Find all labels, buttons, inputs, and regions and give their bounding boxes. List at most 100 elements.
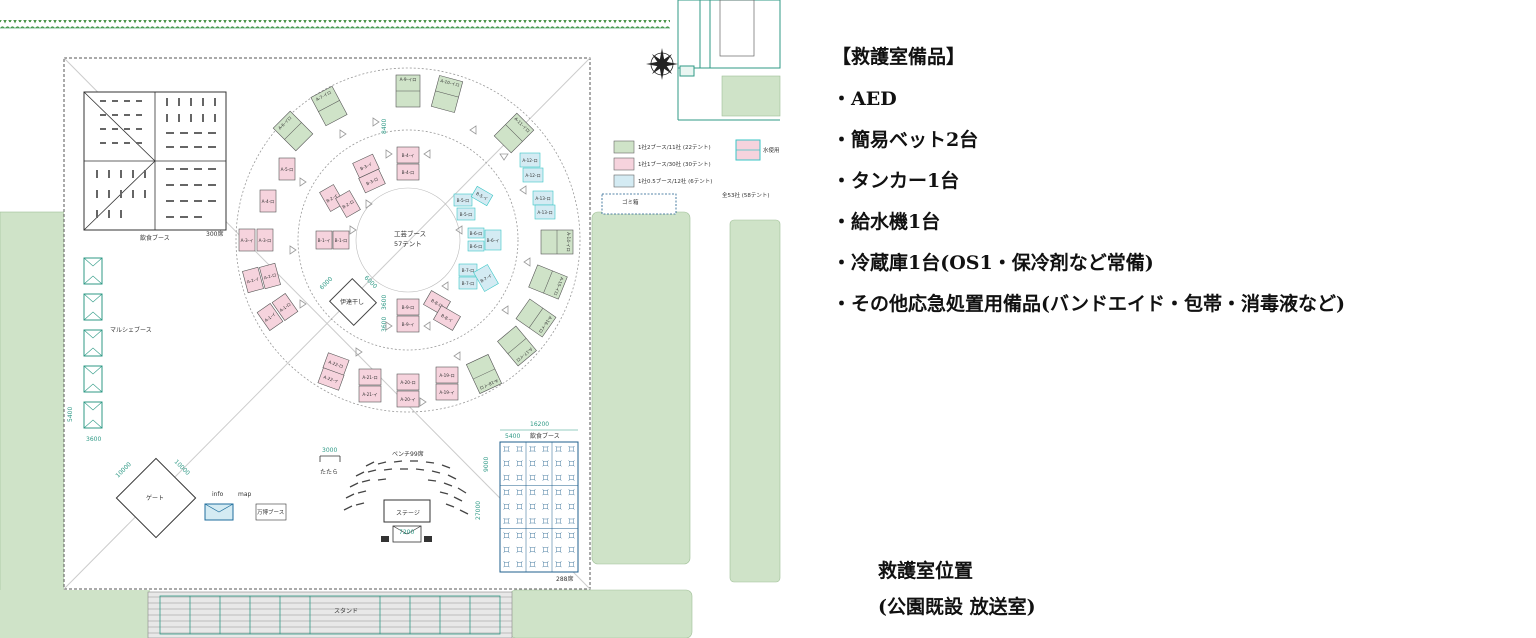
booth-tent: B-5-ロ <box>453 193 473 207</box>
booth-label: B-2-ロ <box>341 199 355 210</box>
bench-label: ベンチ99席 <box>392 450 424 458</box>
outer-ring <box>235 67 581 413</box>
booth-label: B-4-イ <box>402 153 415 158</box>
booth-tent: A-12-ロ <box>519 152 541 168</box>
equipment-item-other: ・その他応急処置用備品(バンドエイド・包帯・消毒液など) <box>832 293 1345 315</box>
trash-area: ゴミ箱 <box>601 193 677 215</box>
expo-booth-label: 万博ブース <box>257 508 284 516</box>
booth-tent: A-13-ロ <box>532 190 554 206</box>
booth-label: B-5-ロ <box>457 198 470 203</box>
booth-tent: B-2-ロ <box>335 190 361 218</box>
dim-3600-center-a: 3600 <box>381 317 388 332</box>
booth-label: B-1-イ <box>318 238 331 243</box>
booth-tent: A-2-イ <box>242 266 264 294</box>
booth-label: B-7-ロ <box>462 268 475 273</box>
booth-label: B-6-ロ <box>470 231 483 236</box>
booth-label: A-12-ロ <box>525 173 540 178</box>
stand: スタンド <box>147 591 513 638</box>
lawn-top-right <box>721 75 781 117</box>
booth-label: B-4-ロ <box>402 170 415 175</box>
location-subtitle: (公園既設 放送室) <box>878 596 1036 618</box>
booth-tent: A-4-ロ <box>259 189 277 213</box>
booth-label: A-2-ロ <box>263 272 277 280</box>
lawn-left <box>0 211 65 595</box>
gate: ゲート 10000 10000 <box>114 457 197 539</box>
first-aid-location-panel: 救護室位置 (公園既設 放送室) <box>878 556 1036 628</box>
booth-label: A-15-イロ <box>553 276 565 296</box>
dim-5400-marche: 5400 <box>67 407 74 422</box>
booth-tent: A-15-イロ <box>528 264 568 300</box>
booth-tent: A-12-ロ <box>522 167 544 183</box>
booth-tent: B-8-イ <box>433 305 461 331</box>
booth-label: A-20-イ <box>400 397 415 402</box>
lawn-far-right <box>729 219 781 583</box>
booth-tent: A-21-ロ <box>358 368 382 386</box>
booth-tent: A-5-ロ <box>278 157 296 181</box>
equipment-item-bed: ・簡易ベット2台 <box>832 129 979 151</box>
center-label: 伊達干し <box>340 298 364 306</box>
booth-label: B-7-ロ <box>462 281 475 286</box>
booth-tent: B-2-イ <box>319 184 345 212</box>
booth-label: A-13-ロ <box>537 210 552 215</box>
booth-tent: B-6-ロ <box>467 240 485 252</box>
legend: 1社2ブース/11社 (22テント) 1社1ブース/30社 (30テント) 1社… <box>613 139 780 199</box>
event-site-map: スタンド 飲食ブース <box>0 0 781 638</box>
booth-tent: A-19-イ <box>435 383 459 401</box>
booth-label: A-4-ロ <box>262 199 275 204</box>
booth-tent: B-7-ロ <box>458 276 478 290</box>
inner-ring <box>297 129 519 351</box>
legend-label-water: 水使用 <box>763 146 780 154</box>
info-label: info <box>212 491 224 498</box>
booth-label: B-9-イ <box>402 322 415 327</box>
dim-3600-marche: 3600 <box>86 436 101 443</box>
trash-label: ゴミ箱 <box>622 198 639 206</box>
booth-label: B-6-ロ <box>470 244 483 249</box>
booth-label: B-9-ロ <box>402 305 415 310</box>
booth-label: A-21-ロ <box>362 375 377 380</box>
booth-label: A-9-イロ <box>400 77 417 82</box>
booth-tent: A-7-イロ <box>310 85 348 127</box>
booth-tent: A-3-ロ <box>256 228 274 252</box>
marche-label: マルシェブース <box>110 326 152 334</box>
bench-area <box>343 460 469 515</box>
craft-booth-label: 工芸ブース <box>394 229 426 238</box>
legend-label-pink: 1社1ブース/30社 (30テント) <box>638 160 711 168</box>
food-booth-right-area: 16200 5400 飲食ブース 9000 27000 288席 <box>475 421 579 583</box>
booth-label: A-12-ロ <box>522 158 537 163</box>
equipment-list: ・AED ・簡易ベット2台 ・タンカー1台 ・給水機1台 ・冷蔵庫1台(OS1・… <box>832 84 1532 330</box>
booth-label: B-8-ロ <box>430 298 444 309</box>
booth-tent: B-1-ロ <box>332 230 350 250</box>
booth-label: B-5-イ <box>475 191 489 202</box>
booth-label: A-19-イ <box>439 390 454 395</box>
stage-width: 7200 <box>399 529 414 536</box>
booth-tent: B-5-イ <box>470 185 494 207</box>
booth-tent: A-13-ロ <box>534 204 556 220</box>
booth-tent: A-21-イ <box>358 385 382 403</box>
food-booth-top-area: 飲食ブース 300席 <box>83 91 227 242</box>
booth-label: A-22-ロ <box>328 359 344 369</box>
booth-tent: B-6-イ <box>484 229 502 251</box>
equipment-item-aed: ・AED <box>832 88 897 110</box>
stage: ステージ 7200 <box>381 499 432 543</box>
lawn-bottom-right <box>509 589 693 638</box>
map-label: map <box>238 491 252 498</box>
dim-5400: 5400 <box>505 433 520 440</box>
gate-label: ゲート <box>146 494 164 502</box>
location-title: 救護室位置 <box>878 560 974 582</box>
legend-swatch-blue <box>613 174 635 188</box>
booth-label: B-7-イ <box>479 273 493 284</box>
booth-tent: B-7-ロ <box>458 263 478 277</box>
first-aid-equipment-panel: 【救護室備品】 ・AED ・簡易ベット2台 ・タンカー1台 ・給水機1台 ・冷蔵… <box>832 44 1532 330</box>
dim-16200: 16200 <box>530 421 549 428</box>
legend-label-green: 1社2ブース/11社 (22テント) <box>638 143 711 151</box>
booth-label: A-1-ロ <box>279 302 292 313</box>
dim-3600-center-b: 3600 <box>381 295 388 310</box>
equipment-item-fridge: ・冷蔵庫1台(OS1・保冷剤など常備) <box>832 252 1154 274</box>
food-booth-right-label: 飲食ブース <box>530 432 560 440</box>
tatara-label: たたら <box>320 469 338 476</box>
info-booth: info map 万博ブース <box>204 491 287 521</box>
booth-tent: A-2-ロ <box>259 262 281 290</box>
booth-tent: B-6-ロ <box>467 227 485 239</box>
legend-swatch-green <box>613 140 635 154</box>
flow-arrows <box>289 117 531 407</box>
